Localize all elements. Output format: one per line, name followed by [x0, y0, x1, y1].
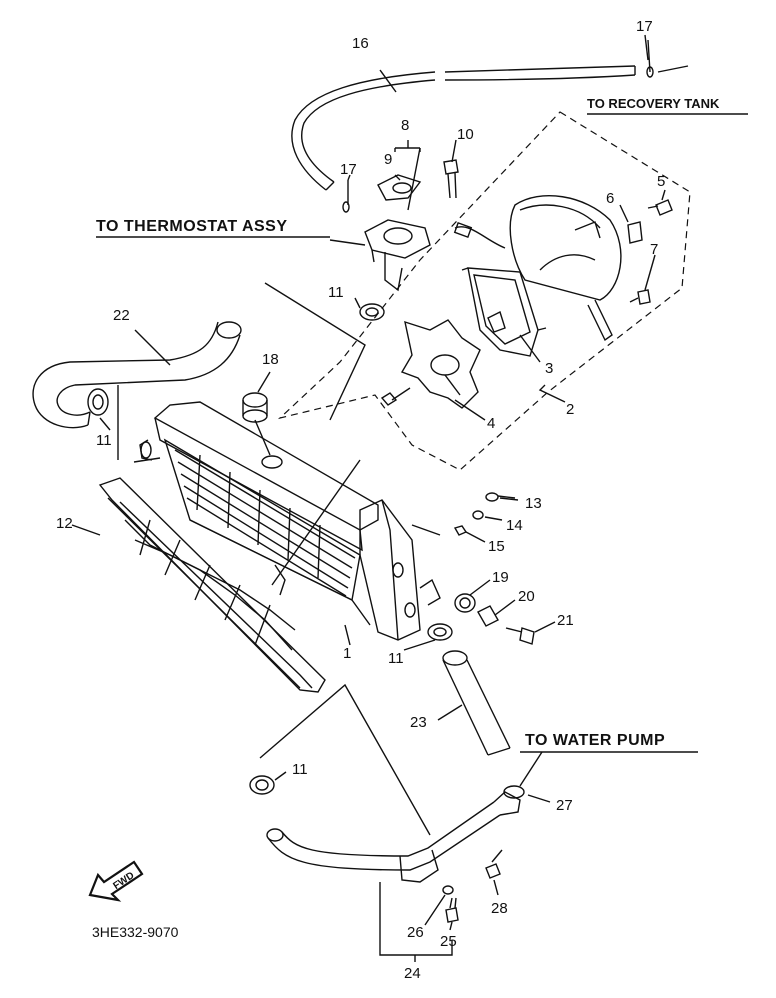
- nut-7: [629, 289, 651, 305]
- part-number-5: 5: [657, 173, 665, 190]
- to-recovery-tank-label: TO RECOVERY TANK: [587, 96, 720, 111]
- grommet-19: [454, 593, 476, 613]
- filler-neck-8: [364, 219, 431, 292]
- nut-15: [453, 525, 468, 536]
- screw-5: [647, 199, 673, 216]
- part-number-3: 3: [545, 360, 553, 377]
- hose-clamp-11-lower-right: [427, 623, 453, 641]
- guard-mesh: [124, 519, 296, 651]
- part-number-2: 2: [566, 401, 574, 418]
- washer-14: [472, 510, 484, 520]
- part-number-9: 9: [384, 151, 392, 168]
- part-number-28: 28: [491, 900, 508, 917]
- fan-motor-housing: [453, 194, 622, 342]
- bolt-10: [443, 159, 459, 199]
- part-number-7: 7: [650, 241, 658, 258]
- part-number-15: 15: [488, 538, 505, 555]
- part-number-13: 13: [525, 495, 542, 512]
- to-water-pump-label: TO WATER PUMP: [525, 732, 665, 749]
- clip-17-top: [646, 39, 689, 78]
- washer-6: [627, 221, 643, 244]
- part-number-4: 4: [487, 415, 495, 432]
- part-number-11-upper: 11: [328, 284, 344, 301]
- part-number-12: 12: [56, 515, 73, 532]
- radiator-core-fins: [174, 449, 356, 597]
- clip-17-left: [342, 180, 350, 213]
- upper-hose-22: [32, 321, 242, 429]
- hose-clamp-11-upper: [359, 303, 385, 321]
- drawing-code: 3HE332-9070: [92, 924, 179, 940]
- part-number-1: 1: [343, 645, 351, 662]
- radiator-1: [139, 401, 441, 641]
- hose-clamp-11-bottom: [249, 775, 275, 795]
- gasket-26: [442, 885, 454, 895]
- cap-18: [242, 392, 283, 469]
- fan-blade-4: [400, 319, 481, 409]
- part-number-20: 20: [518, 588, 535, 605]
- part-number-11-left: 11: [96, 432, 112, 449]
- part-number-25: 25: [440, 933, 457, 950]
- part-number-11-bottom: 11: [292, 761, 308, 778]
- part-number-8: 8: [401, 117, 409, 134]
- bolt-28: [485, 849, 503, 879]
- part-number-11-lower-right: 11: [388, 650, 404, 667]
- part-number-18: 18: [262, 351, 279, 368]
- fan-assembly-2-boundary: [277, 111, 691, 471]
- drain-bolt-25: [445, 897, 459, 923]
- filler-cap-9: [377, 174, 422, 201]
- water-pipe-24: [266, 791, 521, 883]
- bolt-21: [505, 627, 535, 645]
- to-thermostat-assy-label: TO THERMOSTAT ASSY: [96, 218, 288, 235]
- fan-shroud-3: [461, 267, 547, 357]
- bolt-13: [485, 492, 516, 502]
- hose-16: [291, 65, 636, 191]
- collar-20: [477, 605, 499, 627]
- part-number-23: 23: [410, 714, 427, 731]
- part-number-24: 24: [404, 965, 421, 982]
- part-number-14: 14: [506, 517, 523, 534]
- part-number-6: 6: [606, 190, 614, 207]
- fan-bolt: [380, 387, 411, 406]
- fwd-arrow-icon: FWD: [88, 860, 144, 902]
- part-number-17-top: 17: [636, 18, 653, 35]
- part-number-21: 21: [557, 612, 574, 629]
- part-number-19: 19: [492, 569, 509, 586]
- lower-hose-23: [442, 650, 511, 756]
- part-number-10: 10: [457, 126, 474, 143]
- radiator-guard-12: [98, 477, 326, 693]
- part-number-27: 27: [556, 797, 573, 814]
- part-number-16: 16: [352, 35, 369, 52]
- leader-lines: [71, 34, 666, 962]
- part-number-17-left: 17: [340, 161, 357, 178]
- part-number-26: 26: [407, 924, 424, 941]
- part-number-22: 22: [113, 307, 130, 324]
- hose-clamp-11-left: [87, 388, 109, 416]
- o-ring-27: [503, 785, 525, 799]
